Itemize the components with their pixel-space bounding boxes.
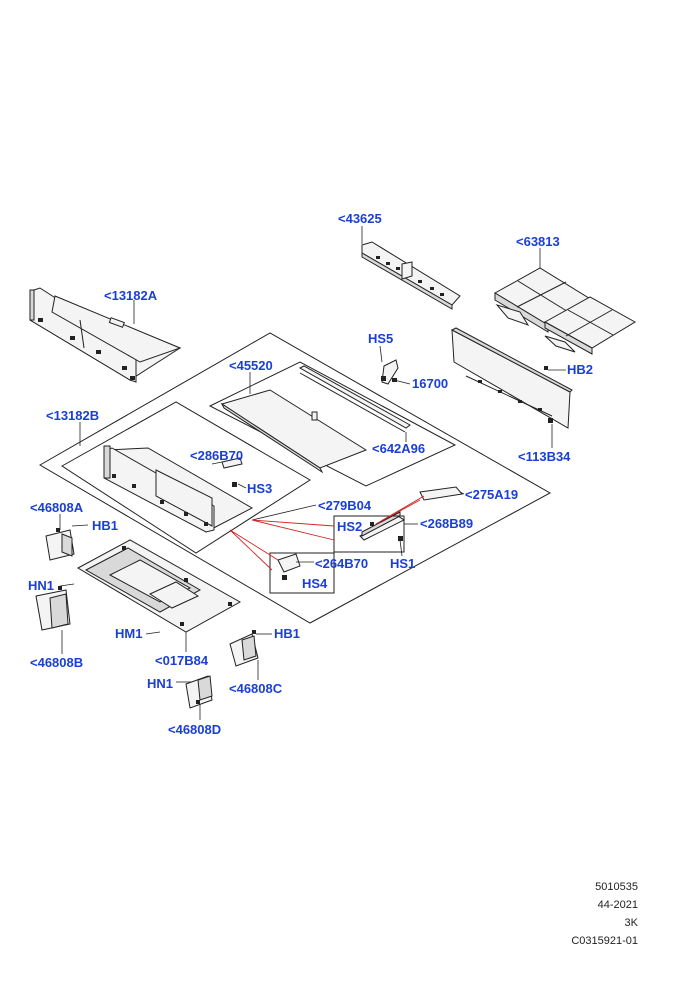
callout-46808A: <46808A — [30, 500, 84, 515]
part-264B70 — [277, 553, 301, 580]
part-13182B-tray — [103, 445, 254, 533]
callout-46808D: <46808D — [168, 722, 221, 737]
callout-46808B: <46808B — [30, 655, 83, 670]
callout-hs2: HS2 — [337, 519, 362, 534]
group-outline-inner — [61, 401, 311, 554]
callout-labels: <43625 <63813 <13182A HS5 <45520 16700 H… — [28, 211, 593, 737]
drawing-reference-block: 5010535 44-2021 3K C0315921-01 — [518, 878, 638, 950]
callout-43625: <43625 — [338, 211, 382, 226]
part-286B70 — [221, 457, 243, 487]
leader-lines — [59, 226, 566, 720]
part-017B84 — [76, 539, 242, 633]
part-43625 — [361, 241, 461, 310]
group-outline-13182B — [39, 332, 552, 624]
callout-264B70: <264B70 — [315, 556, 368, 571]
footer-line-4: C0315921-01 — [571, 935, 638, 947]
callout-13182A: <13182A — [104, 288, 158, 303]
hs4-group-box — [269, 552, 335, 594]
part-63813 — [494, 267, 636, 355]
callout-642A96: <642A96 — [372, 441, 425, 456]
callout-hb2: HB2 — [567, 362, 593, 377]
callout-017B84: <017B84 — [155, 653, 209, 668]
callout-16700: 16700 — [412, 376, 448, 391]
callout-13182B: <13182B — [46, 408, 99, 423]
part-46808C — [229, 630, 259, 667]
callout-45520: <45520 — [229, 358, 273, 373]
callout-113B34: <113B34 — [518, 449, 571, 464]
callout-hm1: HM1 — [115, 626, 142, 641]
callout-hb1-a: HB1 — [92, 518, 118, 533]
footer-line-1: 5010535 — [595, 881, 638, 893]
footer-line-2: 44-2021 — [597, 899, 638, 911]
callout-hn1-b: HN1 — [147, 676, 173, 691]
callout-63813: <63813 — [516, 234, 560, 249]
part-275A19 — [419, 486, 463, 501]
hs2-group-box — [333, 515, 405, 553]
callout-279B04: <279B04 — [318, 498, 372, 513]
part-46808A — [45, 528, 75, 561]
part-46808D — [185, 675, 213, 709]
part-46808B — [35, 586, 71, 631]
callout-hb1-b: HB1 — [274, 626, 300, 641]
callout-hs4: HS4 — [302, 576, 328, 591]
callout-hn1-a: HN1 — [28, 578, 54, 593]
callout-hs5: HS5 — [368, 331, 393, 346]
part-113B34 — [450, 327, 573, 429]
callout-hs1: HS1 — [390, 556, 415, 571]
callout-286B70: <286B70 — [190, 448, 243, 463]
part-45520 — [220, 365, 411, 474]
callout-hs3: HS3 — [247, 481, 272, 496]
callout-275A19: <275A19 — [465, 487, 518, 502]
footer-line-3: 3K — [624, 917, 638, 929]
callout-46808C: <46808C — [229, 681, 283, 696]
part-13182A — [29, 287, 182, 383]
callout-268B89: <268B89 — [420, 516, 473, 531]
